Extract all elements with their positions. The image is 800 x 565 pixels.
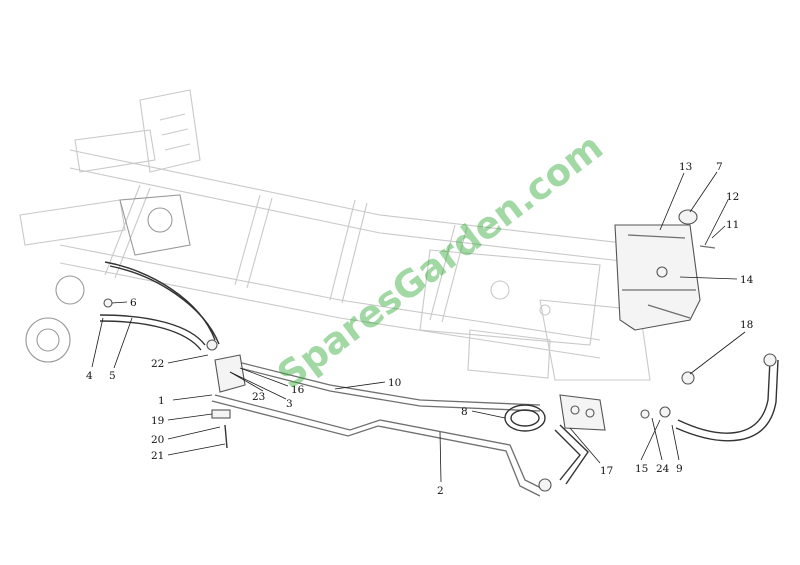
floor-plate (419, 249, 601, 346)
hose-upper (104, 261, 216, 341)
callout-4: 4 (86, 370, 93, 382)
frame-rail-left-top (69, 149, 641, 246)
hose-lower-edge (99, 320, 202, 351)
callout-16: 16 (291, 384, 305, 396)
transmission-gear (147, 207, 173, 233)
fitting-18 (681, 371, 695, 385)
pipe-2-edge (211, 400, 541, 497)
valve-port-2 (585, 408, 595, 418)
callout-2: 2 (437, 485, 444, 497)
hose-9-edge (675, 359, 779, 442)
hose-lower (99, 314, 206, 346)
callout-11: 11 (726, 219, 739, 231)
transmission-block (119, 194, 191, 256)
pipe-8-coil-inner (510, 409, 540, 427)
pipe-2 (214, 394, 546, 491)
valve-and-fittings (103, 298, 777, 492)
front-housing (539, 299, 651, 381)
hose-9 (677, 359, 771, 434)
callout-8: 8 (461, 406, 468, 418)
callout-18: 18 (740, 319, 753, 331)
callout-7: 7 (716, 161, 723, 173)
fitting-6 (103, 298, 113, 308)
floor-plate-hole (490, 280, 510, 300)
tank-body (614, 224, 701, 331)
wheel-motor-inner (36, 328, 60, 352)
clamp-19 (211, 409, 231, 419)
chassis-frame (19, 89, 651, 381)
callout-5: 5 (109, 370, 116, 382)
filter-bracket (214, 354, 246, 393)
floor-plate-hole-small (539, 304, 551, 316)
control-valve (559, 394, 606, 431)
fitting-22 (206, 339, 218, 351)
rear-bracket (74, 129, 156, 173)
callout-12: 12 (726, 191, 739, 203)
hose-9-end (763, 353, 777, 367)
hydraulic-lines (99, 261, 779, 497)
bolt-21 (224, 424, 228, 449)
cross-member-3 (329, 199, 368, 304)
valve-port-1 (570, 405, 580, 415)
wheel-motor (25, 317, 71, 363)
pipe-17 (554, 429, 581, 481)
callout-1: 1 (158, 395, 165, 407)
rear-upright (139, 89, 201, 173)
cross-member-4 (429, 224, 468, 323)
axle-hub (55, 275, 85, 305)
callout-3: 3 (286, 398, 293, 410)
front-panel (467, 329, 551, 379)
callout-15: 15 (635, 463, 648, 475)
callout-13: 13 (679, 161, 692, 173)
hose-upper-edge (109, 265, 220, 345)
callout-6: 6 (130, 297, 137, 309)
cross-member-2 (234, 194, 273, 289)
leader-lines (91, 171, 746, 483)
callout-23: 23 (252, 391, 265, 403)
callout-22: 22 (151, 358, 164, 370)
tank-bolt (647, 304, 691, 319)
tank-port (656, 266, 668, 278)
callout-24: 24 (656, 463, 670, 475)
pipe-2-end (538, 478, 552, 492)
tank-bolt-top (699, 245, 716, 249)
callout-14: 14 (740, 274, 754, 286)
washer-24 (640, 409, 650, 419)
callout-17: 17 (600, 465, 613, 477)
tank-filler-cap (678, 209, 698, 225)
callout-19: 19 (151, 415, 164, 427)
callout-20: 20 (151, 434, 164, 446)
callout-10: 10 (388, 377, 401, 389)
callout-21: 21 (151, 450, 164, 462)
pipe-10-edge (231, 365, 541, 412)
fitting-15 (659, 406, 671, 418)
callout-labels: 1 2 3 4 5 6 7 8 9 10 11 12 13 14 15 16 1… (86, 161, 754, 497)
rear-upright-detail (159, 113, 191, 151)
hydraulic-tank (614, 209, 716, 331)
pipe-17-edge (559, 424, 589, 485)
pipe-10 (229, 359, 541, 406)
frame-rail-left-bottom (69, 167, 631, 263)
rear-crossbar (19, 199, 126, 246)
callout-9: 9 (676, 463, 683, 475)
frame-rail-right-top (59, 244, 601, 341)
tank-seams (622, 234, 696, 291)
